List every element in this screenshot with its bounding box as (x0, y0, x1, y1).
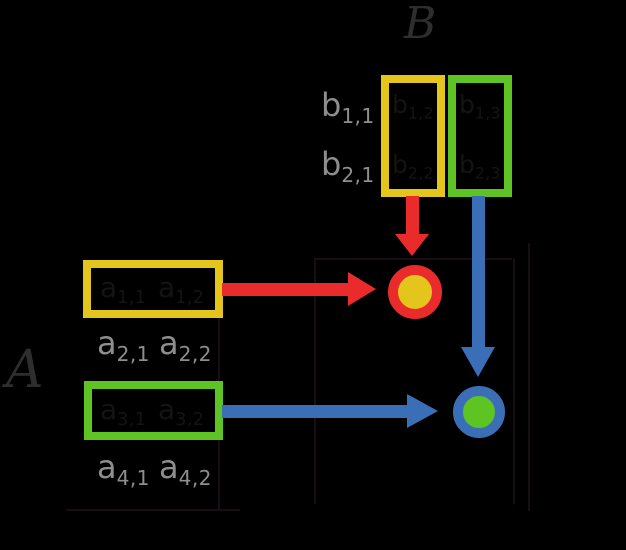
blue-arrow-right-shaft (222, 405, 407, 418)
matrix-b-letter: B (404, 0, 437, 49)
red-arrow-right-shaft (222, 283, 348, 296)
product-matrix-right-border (513, 258, 515, 504)
label-b21: b2,1 (321, 148, 375, 185)
red-arrow-down-shaft (406, 196, 419, 234)
label-b11-subscript: 1,1 (341, 103, 375, 128)
ghost-entry-a11: a1,1 (100, 271, 147, 308)
product-cell-dot-blue-green (453, 386, 505, 438)
red-arrow-down-head (395, 234, 429, 256)
b-column-highlight-green (448, 75, 512, 197)
label-a22: a2,2 (159, 324, 212, 366)
product-matrix-top-border (315, 258, 512, 260)
label-a21: a2,1 (97, 324, 150, 366)
ghost-entry-a31: a3,1 (100, 393, 147, 430)
label-a41: a4,1 (97, 448, 150, 490)
label-b21-subscript: 2,1 (341, 162, 375, 187)
blue-arrow-down-head (461, 347, 495, 377)
label-b21-base: b (321, 145, 342, 183)
blue-arrow-down-shaft (472, 196, 485, 347)
ghost-entry-b12: b1,2 (392, 90, 434, 123)
a-row-highlight-yellow (83, 260, 223, 318)
label-a42: a4,2 (159, 448, 212, 490)
red-arrow-right-head (348, 272, 376, 306)
product-cell-dot-red-yellow (388, 265, 442, 319)
ghost-entry-b22: b2,2 (392, 150, 434, 183)
matrix-a-letter: A (6, 340, 44, 400)
ghost-entry-a12: a1,2 (158, 271, 205, 308)
label-b11: b1,1 (321, 89, 375, 126)
label-b11-base: b (321, 86, 342, 124)
ghost-entry-b13: b1,3 (459, 90, 501, 123)
ghost-entry-a32: a3,2 (158, 393, 205, 430)
a-row-highlight-green (84, 381, 223, 440)
ghost-entry-b23: b2,3 (459, 150, 501, 183)
blue-arrow-right-head (407, 394, 438, 428)
b-column-highlight-yellow (381, 75, 445, 197)
product-matrix-left-border (314, 258, 316, 504)
matrix-a-bottom-border (66, 509, 240, 511)
matrix-b-right-border (528, 243, 530, 511)
